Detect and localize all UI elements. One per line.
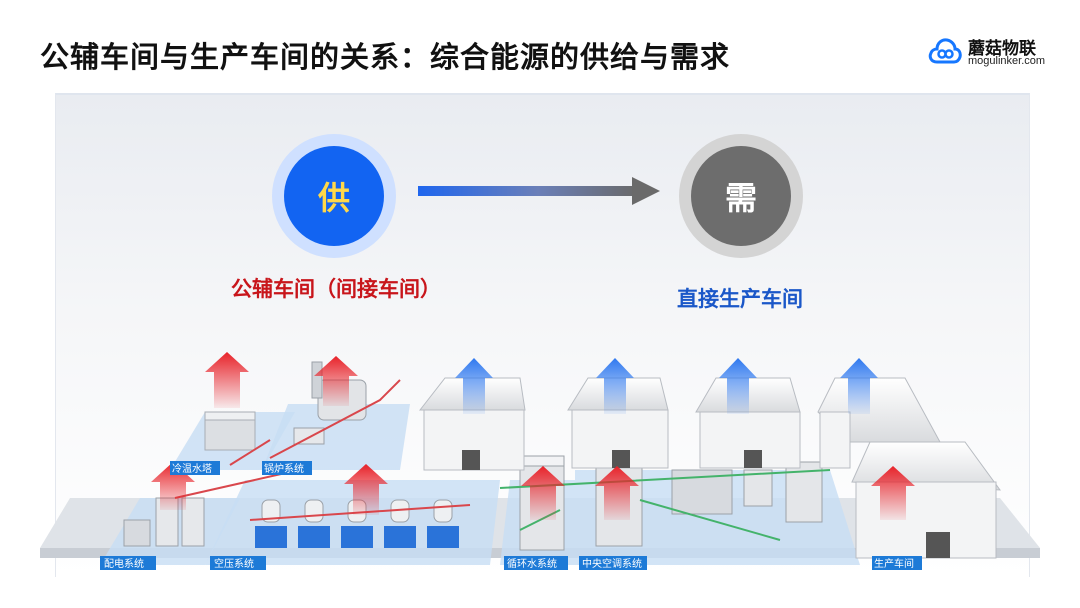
demand-char: 需 <box>691 146 791 246</box>
svg-text:中央空调系统: 中央空调系统 <box>582 557 642 570</box>
tag-boiler: 锅炉系统 <box>262 461 312 475</box>
cooling-tower-equipment <box>204 411 256 451</box>
page-title: 公辅车间与生产车间的关系：综合能源的供给与需求 <box>40 40 731 74</box>
brand-logo: 蘑菇物联 mogulinker.com <box>928 34 1058 74</box>
svg-text:生产车间: 生产车间 <box>874 557 914 570</box>
supply-arrow-icon <box>151 352 915 520</box>
supply-to-demand-arrow-icon <box>418 177 660 205</box>
supply-label: 公辅车间（间接车间） <box>231 277 441 301</box>
brand-name: 蘑菇物联 <box>968 39 1036 59</box>
demand-label: 直接生产车间 <box>677 287 803 311</box>
supply-char: 供 <box>284 146 384 246</box>
tag-production-workshop: 生产车间 <box>872 556 922 570</box>
compressor-zone <box>205 480 500 565</box>
tag-power-distribution: 配电系统 <box>100 556 156 570</box>
svg-text:锅炉系统: 锅炉系统 <box>264 462 304 475</box>
svg-text:空压系统: 空压系统 <box>214 557 254 570</box>
compressor-units <box>255 499 459 548</box>
tag-circulating-water: 循环水系统 <box>504 556 568 570</box>
workshop-3 <box>695 377 801 469</box>
svg-text:冷温水塔: 冷温水塔 <box>172 462 212 475</box>
workshop-5 <box>851 441 1002 559</box>
svg-text:循环水系统: 循环水系统 <box>507 557 557 570</box>
svg-text:配电系统: 配电系统 <box>104 557 144 570</box>
supply-circle: 供 <box>272 134 396 258</box>
tag-central-ac: 中央空调系统 <box>579 556 647 570</box>
demand-circle: 需 <box>679 134 803 258</box>
demand-arrow-icon <box>455 358 878 414</box>
tag-cooling-tower: 冷温水塔 <box>170 461 220 475</box>
boiler-zone <box>262 404 410 470</box>
cloud-logo-icon <box>928 38 962 64</box>
brand-url: mogulinker.com <box>968 55 1046 67</box>
factory-illustration: 冷温水塔 锅炉系统 配电系统 空压系统 循环水系统 中央空调系统 生产车间 <box>40 352 1040 570</box>
tag-air-compressor: 空压系统 <box>210 556 266 570</box>
